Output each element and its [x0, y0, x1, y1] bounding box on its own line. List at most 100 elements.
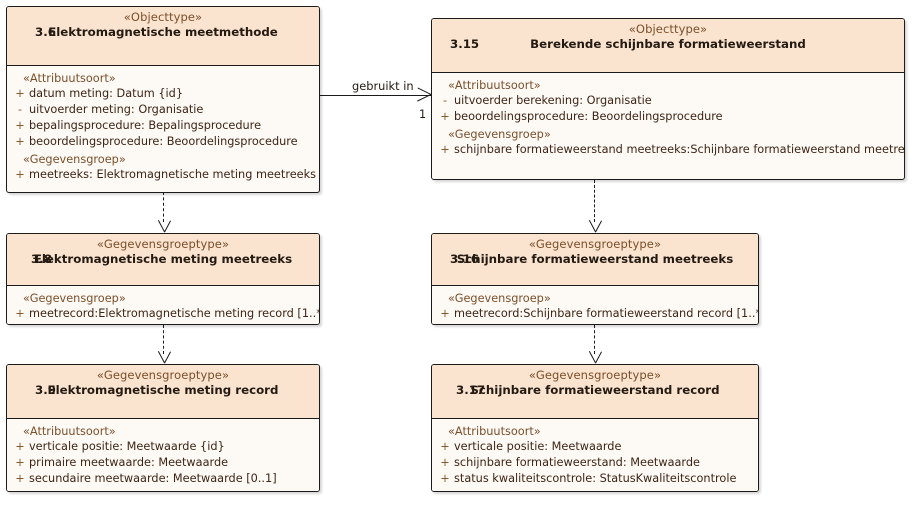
visibility-marker: +: [15, 119, 25, 133]
attribute-text: secundaire meetwaarde: Meetwaarde [0..1]: [29, 472, 277, 486]
class-name: Elektromagnetische meetmethode: [48, 24, 278, 39]
class-number: 3.15: [450, 36, 480, 51]
visibility-marker: +: [15, 307, 25, 320]
class-box-elektromagnetische-meting-record[interactable]: «Gegevensgroeptype» 3.9 Elektromagnetisc…: [6, 364, 320, 492]
attribute-text: uitvoerder berekening: Organisatie: [454, 94, 652, 107]
dependency-line-sfwreeks-to-record[interactable]: [594, 325, 595, 354]
class-name: Elektromagnetische meting record: [47, 382, 279, 397]
class-stereotype: «Gegevensgroeptype»: [528, 237, 662, 251]
attribute-row: + schijnbare formatieweerstand: Meetwaar…: [436, 455, 754, 471]
visibility-marker: -: [17, 103, 23, 117]
visibility-marker: +: [440, 110, 450, 124]
class-header: «Gegevensgroeptype» 3.8 Elektromagnetisc…: [7, 234, 319, 286]
class-title-line: 3.8 Elektromagnetische meting meetreeks: [13, 251, 313, 267]
class-body: «Attribuutsoort» - uitvoerder berekening…: [432, 73, 904, 164]
attribute-text: verticale positie: Meetwaarde: [454, 440, 622, 453]
class-number: 3.16: [450, 251, 480, 266]
class-number: 3.9: [35, 382, 56, 397]
visibility-marker: +: [15, 87, 25, 100]
attribute-text: schijnbare formatieweerstand meetreeks:S…: [454, 143, 905, 157]
class-name: Schijnbare formatieweerstand record: [470, 382, 720, 397]
visibility-marker: +: [15, 440, 25, 453]
association-line-gebruikt-in[interactable]: [320, 95, 432, 96]
class-header: «Objecttype» 3.6 Elektromagnetische meet…: [7, 7, 319, 66]
association-label-gebruikt-in: gebruikt in: [352, 79, 414, 93]
class-number: 3.17: [456, 382, 486, 397]
class-title-line: 3.15 Berekende schijnbare formatieweerst…: [438, 36, 898, 52]
dependency-line-bsf-to-meetreeks[interactable]: [594, 180, 595, 222]
class-box-berekende-schijnbare-formatieweerstand[interactable]: «Objecttype» 3.15 Berekende schijnbare f…: [431, 18, 905, 180]
visibility-marker: +: [15, 472, 25, 486]
attribute-text: bepalingsprocedure: Bepalingsprocedure: [29, 119, 262, 133]
class-number: 3.6: [35, 24, 56, 39]
association-multiplicity-target: 1: [419, 108, 427, 121]
attribute-row: - uitvoerder meting: Organisatie: [11, 102, 315, 118]
attribute-text: beoordelingsprocedure: Beoordelingsproce…: [29, 135, 298, 149]
attribute-row: + status kwaliteitscontrole: StatusKwali…: [436, 471, 754, 487]
class-header: «Gegevensgroeptype» 3.9 Elektromagnetisc…: [7, 365, 319, 419]
attribute-text: schijnbare formatieweerstand: Meetwaarde: [454, 456, 700, 470]
visibility-marker: +: [440, 307, 450, 320]
compartment-group-label: «Attribuutsoort»: [448, 79, 541, 92]
class-name: Schijnbare formatieweerstand meetreeks: [456, 251, 734, 266]
attribute-row: + bepalingsprocedure: Bepalingsprocedure: [11, 118, 315, 134]
dependency-line-emm-to-meetreeks[interactable]: [163, 192, 164, 222]
class-title-line: 3.16 Schijnbare formatieweerstand meetre…: [438, 251, 752, 267]
attribute-text: primaire meetwaarde: Meetwaarde: [29, 456, 229, 470]
visibility-marker: +: [15, 168, 25, 182]
compartment-group-label: «Attribuutsoort»: [23, 72, 116, 85]
attribute-text: meetrecord:Schijnbare formatieweerstand …: [454, 307, 759, 320]
visibility-marker: +: [15, 456, 25, 470]
class-body: «Attribuutsoort» + verticale positie: Me…: [7, 419, 319, 491]
attribute-row: + meetreeks: Elektromagnetische meting m…: [11, 167, 317, 183]
class-stereotype: «Objecttype»: [628, 22, 708, 36]
attribute-row: + meetrecord:Schijnbare formatieweerstan…: [436, 306, 758, 322]
attribute-row: + verticale positie: Meetwaarde: [436, 439, 754, 455]
visibility-marker: -: [442, 94, 448, 107]
attribute-text: uitvoerder meting: Organisatie: [29, 103, 204, 117]
attribute-row: + beoordelingsprocedure: Beoordelingspro…: [11, 134, 315, 150]
visibility-marker: +: [440, 440, 450, 453]
class-header: «Gegevensgroeptype» 3.17 Schijnbare form…: [432, 365, 758, 419]
class-box-schijnbare-formatieweerstand-record[interactable]: «Gegevensgroeptype» 3.17 Schijnbare form…: [431, 364, 759, 492]
class-name: Elektromagnetische meting meetreeks: [33, 251, 293, 266]
class-body: «Gegevensgroep» + meetrecord:Elektromagn…: [7, 286, 319, 324]
attribute-text: status kwaliteitscontrole: StatusKwalite…: [454, 472, 737, 486]
class-box-elektromagnetische-meetmethode[interactable]: «Objecttype» 3.6 Elektromagnetische meet…: [6, 6, 320, 193]
attribute-text: meetreeks: Elektromagnetische meting mee…: [29, 168, 317, 182]
compartment-group-label: «Gegevensgroep»: [23, 292, 126, 305]
visibility-marker: +: [440, 456, 450, 470]
attribute-row: + meetrecord:Elektromagnetische meting r…: [11, 306, 319, 322]
attribute-row: + schijnbare formatieweerstand meetreeks…: [436, 142, 904, 158]
class-number: 3.8: [31, 251, 52, 266]
attribute-text: datum meting: Datum {id}: [29, 87, 184, 100]
class-box-schijnbare-formatieweerstand-meetreeks[interactable]: «Gegevensgroeptype» 3.16 Schijnbare form…: [431, 233, 759, 325]
class-title-line: 3.17 Schijnbare formatieweerstand record: [438, 382, 752, 398]
class-name: Berekende schijnbare formatieweerstand: [530, 36, 806, 51]
attribute-row: + beoordelingsprocedure: Beoordelingspro…: [436, 109, 900, 125]
class-box-elektromagnetische-meting-meetreeks[interactable]: «Gegevensgroeptype» 3.8 Elektromagnetisc…: [6, 233, 320, 325]
class-header: «Objecttype» 3.15 Berekende schijnbare f…: [432, 19, 904, 73]
visibility-marker: +: [440, 143, 450, 157]
attribute-row: + verticale positie: Meetwaarde {id}: [11, 439, 315, 455]
compartment-group-label: «Gegevensgroep»: [23, 153, 126, 167]
visibility-marker: +: [15, 135, 25, 149]
attribute-row: + datum meting: Datum {id}: [11, 86, 315, 102]
attribute-row: + primaire meetwaarde: Meetwaarde: [11, 455, 315, 471]
dependency-line-meetreeks-to-record[interactable]: [163, 325, 164, 354]
attribute-row: - uitvoerder berekening: Organisatie: [436, 93, 900, 109]
class-stereotype: «Gegevensgroeptype»: [96, 237, 230, 251]
attribute-text: beoordelingsprocedure: Beoordelingsproce…: [454, 110, 723, 124]
class-body: «Gegevensgroep» + meetrecord:Schijnbare …: [432, 286, 758, 324]
class-title-line: 3.6 Elektromagnetische meetmethode: [13, 24, 313, 40]
class-body: «Attribuutsoort» + verticale positie: Me…: [432, 419, 758, 491]
compartment-group-label: «Gegevensgroep»: [448, 292, 551, 305]
compartment-group-label: «Attribuutsoort»: [448, 425, 541, 438]
attribute-row: + secundaire meetwaarde: Meetwaarde [0..…: [11, 471, 315, 487]
visibility-marker: +: [440, 472, 450, 486]
class-stereotype: «Objecttype»: [123, 10, 203, 24]
class-stereotype: «Gegevensgroeptype»: [96, 368, 230, 382]
compartment-group-label: «Attribuutsoort»: [23, 425, 116, 438]
class-header: «Gegevensgroeptype» 3.16 Schijnbare form…: [432, 234, 758, 286]
